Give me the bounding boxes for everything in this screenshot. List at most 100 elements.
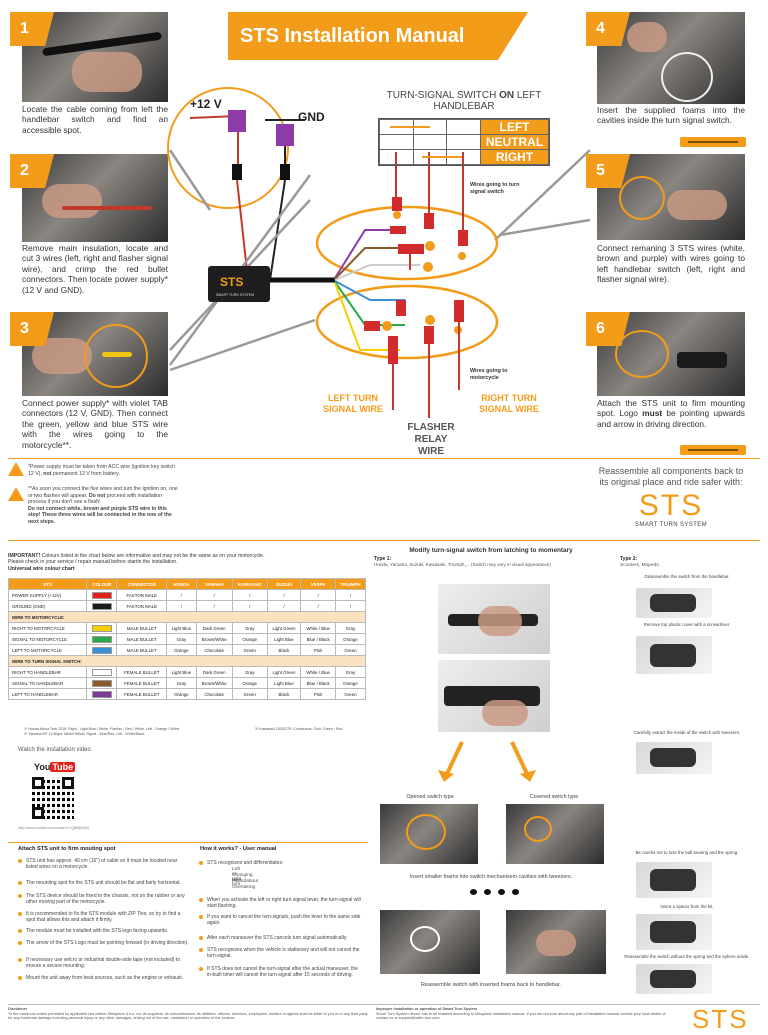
type2-label: Type 2: xyxy=(620,556,638,562)
video-label: Watch the installation video xyxy=(18,747,91,753)
brand-wire-colour: / xyxy=(335,589,366,601)
reassemble-switch-caption: Reassemble switch with inserted foams ba… xyxy=(421,982,561,988)
attach-item: It is recommended to fix the STS module … xyxy=(18,911,190,923)
how-sub-item: Overtaking xyxy=(232,885,256,890)
brand-wire-colour: / xyxy=(300,589,337,601)
right-turn-label: RIGHT TURN SIGNAL WIRE xyxy=(479,393,539,414)
brand-wire-colour: / xyxy=(195,589,233,601)
colour-swatch xyxy=(91,646,112,654)
attach-item: The module must be installed with the ST… xyxy=(18,928,190,934)
how-sub-item: Roundabout xyxy=(232,879,259,884)
brand-wire-colour: Chocolate xyxy=(195,688,233,700)
connector-type: FASTON MALE xyxy=(116,600,168,612)
type2-sub: Scooters, Mopeds. xyxy=(620,563,660,568)
sts-unit-subtitle: SMART TURN SYSTEM xyxy=(216,293,254,297)
wire-label: LEFT TO MOTORCYCLE xyxy=(7,644,88,656)
type2-step-photo xyxy=(636,862,712,898)
brand-wire-colour: / xyxy=(231,600,268,612)
switch-part xyxy=(650,921,696,943)
covered-switch-caption: Covered switch type xyxy=(529,794,579,800)
brand-wire-colour: Green xyxy=(335,644,366,656)
type1-label: Type 1: xyxy=(374,556,392,562)
brand-wire-colour: Green xyxy=(231,688,268,700)
switch-left-label: LEFT xyxy=(480,119,549,135)
attach-item: STS unit has approx. 40 cm (16") of cabl… xyxy=(18,858,190,870)
brand-wire-colour: Gray xyxy=(335,622,366,634)
chart-header-cell: HONDA xyxy=(166,578,197,590)
type2-step-caption: Disassemble the switch from the handleba… xyxy=(644,574,730,579)
important-note: IMPORTANT! Colours listed in the chart b… xyxy=(8,553,265,572)
brand-wire-colour: Blue / Black xyxy=(300,677,337,689)
brand-wire-colour: Orange xyxy=(231,633,268,645)
brand-wire-colour: / xyxy=(166,589,197,601)
brand-wire-colour: Pink xyxy=(300,644,337,656)
chart-header-cell: TRIUMPH xyxy=(335,578,366,590)
chart-section-title: WIRE TO MOTORCYCLE: xyxy=(8,611,366,623)
switch-part xyxy=(650,869,696,891)
type2-step-caption: Remove top plastic cover with a screwdri… xyxy=(643,622,731,627)
brand-wire-colour: Light Blue xyxy=(266,633,302,645)
type1-arrows xyxy=(438,741,536,782)
type1-photo-b xyxy=(438,660,550,732)
brand-wire-colour: Chocolate xyxy=(195,644,233,656)
step-6-video-button[interactable] xyxy=(680,445,746,455)
colour-swatch xyxy=(91,635,112,643)
colour-swatch xyxy=(91,591,112,599)
type2-step-caption: Be careful not to lose the ball bearing … xyxy=(635,850,739,855)
how-lead: STS recognizes and differentiates: xyxy=(199,860,357,866)
video-url[interactable]: http://www.youtube.com/watch?v=Qj8f9jK4i… xyxy=(18,826,89,830)
sts-unit-logo: STS xyxy=(220,275,243,289)
wires-to-moto-label: Wires going to motorcycle xyxy=(470,368,508,381)
plus-12v-label: +12 V xyxy=(190,97,222,111)
step-4-text: Insert the supplied foams into the cavit… xyxy=(597,105,745,126)
brand-wire-colour: Dark Green xyxy=(195,666,233,678)
colour-swatch xyxy=(91,602,112,610)
brand-wire-colour: Green xyxy=(335,688,366,700)
type2-step-photo xyxy=(636,636,712,674)
how-title: How it works? - User manual xyxy=(200,846,277,852)
switch-position-table: LEFT NEUTRAL RIGHT xyxy=(378,118,550,166)
switch-part xyxy=(650,594,696,612)
improper-install: Improper installation or operation of Sm… xyxy=(376,1007,666,1021)
chart-section-row: WIRE TO TURN SIGNAL SWITCH: xyxy=(8,655,366,667)
chart-header-cell: KAWASAKI xyxy=(231,578,268,590)
table-row: POWER SUPPLY (+12V)FASTON MALE////// xyxy=(7,589,366,601)
brand-wire-colour: White / Blue xyxy=(300,622,337,634)
flasher-label: FLASHER RELAY WIRE xyxy=(407,422,455,457)
brand-wire-colour: Brown/White xyxy=(195,677,233,689)
chart-header-cell: COLOUR xyxy=(86,578,118,590)
covered-switch-photo xyxy=(506,804,604,864)
brand-wire-colour: / xyxy=(231,589,268,601)
chart-section-row: WIRE TO MOTORCYCLE: xyxy=(8,611,366,623)
step-4-video-button[interactable] xyxy=(680,137,746,147)
colour-swatch xyxy=(91,679,112,687)
step-6-text: Attach the STS unit to firm mounting spo… xyxy=(597,398,745,429)
wire-label: RIGHT TO HANDLEBAR xyxy=(7,666,88,678)
wire-label: LEFT TO HANDLEBAR xyxy=(7,688,88,700)
brand-wire-colour: Gray xyxy=(231,666,268,678)
reassemble-text: Reassemble all components back to its or… xyxy=(598,466,744,487)
type2-step-photo xyxy=(636,914,712,950)
wire-colour-swatch xyxy=(86,622,118,634)
attach-item: Mount the unit away from heat sources, s… xyxy=(18,975,190,981)
step-5-text: Connect remaning 3 STS wires (white, bro… xyxy=(597,243,745,285)
footer-logo: STS xyxy=(692,1004,749,1034)
opened-switch-photo xyxy=(380,804,478,864)
wire-label: GROUND (GND) xyxy=(7,600,88,612)
brand-wire-colour: Light Green xyxy=(266,666,302,678)
attach-item: If necessary use velcro or industrial do… xyxy=(18,957,190,969)
switch-part xyxy=(650,644,696,667)
brand-wire-colour: Gray xyxy=(166,633,197,645)
wires-to-switch-label: Wires going to turn signal switch xyxy=(470,182,520,195)
wire-colour-swatch xyxy=(86,677,118,689)
chart-footnote-1: 1* Honda Africa Twin 2016: Right - Light… xyxy=(24,727,180,731)
type2-step-caption: Carefully extract the inside of the swit… xyxy=(633,730,741,735)
switch-neutral-label: NEUTRAL xyxy=(480,134,549,150)
chart-section-title: WIRE TO TURN SIGNAL SWITCH: xyxy=(8,655,366,667)
switch-part xyxy=(650,748,696,767)
how-item: When you activate the left or right turn… xyxy=(199,897,363,909)
chart-footnote-2: 3* Kawasaki Z400/Z75: Continuous: Gold, … xyxy=(255,727,343,731)
